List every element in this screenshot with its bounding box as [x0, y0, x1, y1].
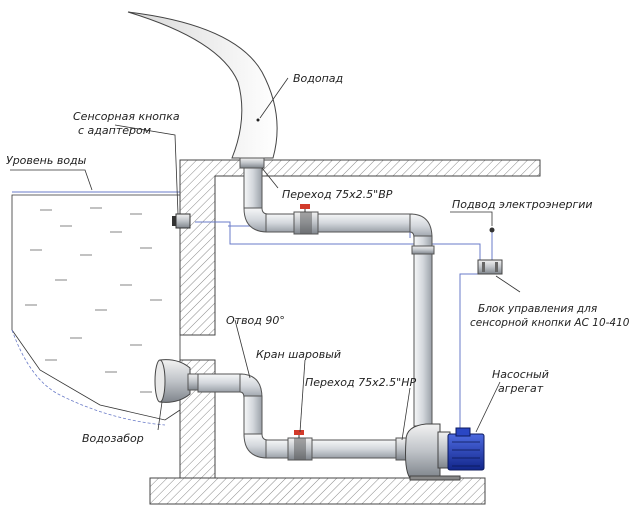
label-waterfall: Водопад [293, 72, 343, 85]
label-control-unit-2: сенсорной кнопки АС 10-410 [470, 317, 630, 329]
label-control-unit-1: Блок управления для [478, 303, 597, 315]
label-elbow: Отвод 90° [226, 314, 285, 327]
valve-handle-bottom [294, 430, 304, 435]
label-power-supply: Подвод электроэнергии [452, 198, 593, 211]
pipe-top [243, 167, 433, 239]
label-intake: Водозабор [82, 432, 144, 445]
electrical-wiring [195, 221, 493, 440]
label-ball-valve: Кран шаровый [256, 348, 341, 361]
label-sensor-button-2: с адаптером [78, 124, 151, 137]
waterfall [127, 11, 278, 169]
pool-walls [149, 159, 541, 505]
label-transition-top: Переход 75х2.5"ВР [282, 188, 393, 201]
label-transition-bottom: Переход 75х2.5"НР [305, 376, 416, 389]
control-unit [477, 259, 503, 275]
leader-lines [10, 77, 521, 441]
pipe-bottom [154, 359, 417, 461]
pump-unit [405, 423, 485, 481]
valve-handle-top [300, 204, 310, 209]
water-ripples [25, 207, 162, 393]
pipe-riser [411, 235, 435, 427]
label-sensor-button-1: Сенсорная кнопка [73, 110, 180, 123]
pool-water [11, 191, 181, 426]
label-pump-1: Насосный [492, 368, 549, 381]
label-pump-2: агрегат [498, 382, 544, 395]
power-supply-terminal [489, 227, 495, 233]
label-water-level: Уровень воды [6, 154, 87, 167]
sensor-button [172, 213, 191, 229]
